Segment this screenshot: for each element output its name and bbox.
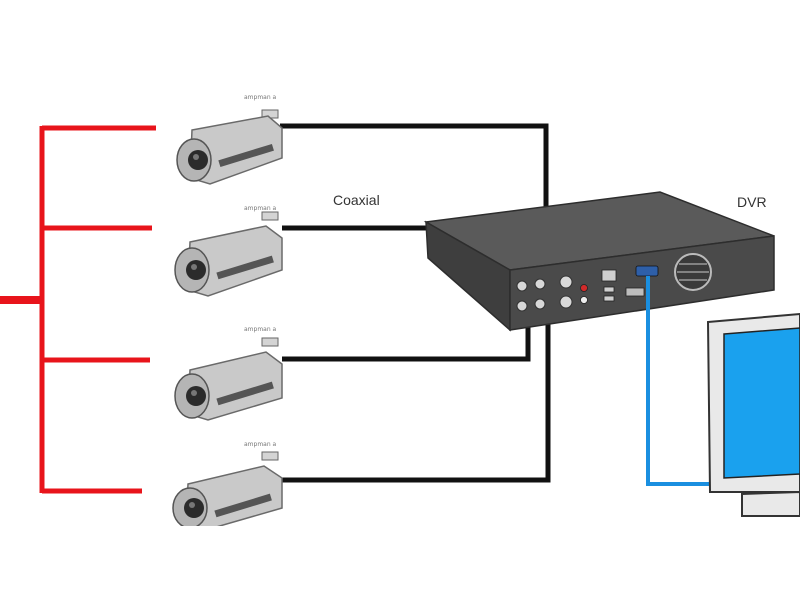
camera-mount (261, 451, 279, 461)
camera-2-tag: ampman a (244, 205, 277, 212)
video-output-cable (646, 276, 710, 486)
vga-port (635, 265, 659, 277)
camera-lens-glint (189, 502, 195, 508)
camera-1 (176, 109, 283, 185)
bnc-connector-1 (516, 280, 528, 292)
camera-lens (188, 150, 208, 170)
camera-lens (186, 386, 206, 406)
usb-port-1 (603, 286, 615, 293)
audio-jack-red (580, 284, 588, 292)
camera-fins (218, 143, 274, 168)
camera-2 (174, 211, 283, 297)
coax-cable-4 (282, 314, 551, 483)
camera-1-tag: ampman a (244, 94, 277, 101)
camera-4 (172, 451, 283, 531)
monitor-screen (723, 327, 800, 479)
dvr-unit (423, 191, 775, 332)
camera-mount (261, 337, 279, 347)
usb-port-2 (603, 295, 615, 302)
bnc-connectors (516, 275, 573, 312)
bnc-connector-2 (534, 278, 546, 290)
camera-lens (186, 260, 206, 280)
monitor (706, 312, 800, 517)
camera-fins (216, 381, 274, 406)
audio-jack-white (580, 296, 588, 304)
coaxial-label: Coaxial (333, 192, 380, 208)
camera-fins (216, 255, 274, 280)
bnc-connector-4 (534, 298, 546, 310)
coax-cable-3 (282, 312, 531, 362)
camera-3-tag: ampman a (244, 326, 277, 333)
camera-lens-glint (191, 390, 197, 396)
ethernet-port (601, 269, 617, 282)
camera-lens (184, 498, 204, 518)
bnc-connector-5 (559, 275, 573, 289)
fan-grille (677, 263, 709, 281)
monitor-stand (741, 490, 800, 517)
bottom-whitespace (0, 526, 800, 600)
camera-4-tag: ampman a (244, 441, 277, 448)
camera-mount (261, 211, 279, 221)
camera-lens-glint (193, 154, 199, 160)
dvr-label: DVR (737, 194, 767, 210)
dvr-front-panel (509, 235, 775, 331)
bnc-connector-6 (559, 295, 573, 309)
camera-lens-glint (191, 264, 197, 270)
camera-3 (174, 337, 283, 421)
power-distribution (0, 125, 156, 494)
camera-fins (214, 493, 272, 518)
hdmi-port (625, 287, 645, 297)
bnc-connector-3 (516, 300, 528, 312)
